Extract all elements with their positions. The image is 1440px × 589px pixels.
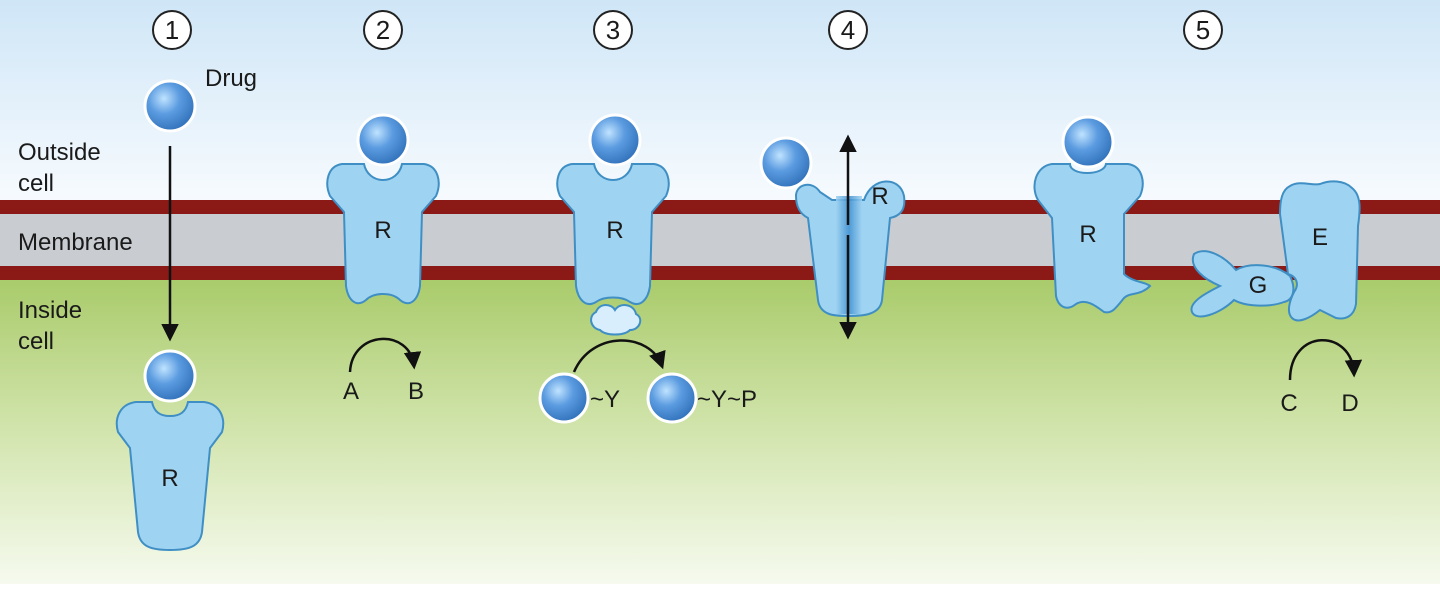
receptor-label: R <box>161 465 178 492</box>
effector-enzyme <box>1278 180 1361 322</box>
step-3-group: R ~Y ~Y~P <box>538 113 757 424</box>
product-label: ~Y~P <box>697 386 757 413</box>
svg-text:4: 4 <box>841 15 855 45</box>
phosphorylation-arrow <box>572 339 666 373</box>
substrate-label: C <box>1280 390 1297 417</box>
step-number-5: 5 <box>1183 10 1223 50</box>
step-4-group: R <box>759 134 906 340</box>
outside-cell-label-2: cell <box>18 170 54 197</box>
outside-cell-label-1: Outside <box>18 139 101 166</box>
step-5-group: R G E C D <box>1033 115 1363 417</box>
receptor-label: R <box>871 183 888 210</box>
drug-molecule <box>356 113 410 167</box>
step-number-1: 1 <box>152 10 192 50</box>
substrate-label: A <box>343 378 359 405</box>
svg-text:3: 3 <box>606 15 620 45</box>
step-2-group: R A B <box>326 113 440 405</box>
kinase-protein <box>590 304 642 336</box>
step-1-group: Drug R <box>115 65 257 552</box>
effector-label: E <box>1312 224 1328 251</box>
substrate-label: ~Y <box>590 386 620 413</box>
inside-region <box>0 278 1440 584</box>
receptor <box>556 163 670 305</box>
drug-molecule <box>1061 115 1115 169</box>
reaction-arrow <box>348 337 422 373</box>
phosphorylated-molecule <box>646 372 698 424</box>
svg-text:1: 1 <box>165 15 179 45</box>
receptor-label: R <box>1079 221 1096 248</box>
gpcr-receptor <box>1033 163 1152 314</box>
g-protein <box>1190 250 1295 318</box>
product-label: B <box>408 378 424 405</box>
step-number-4: 4 <box>828 10 868 50</box>
product-label: D <box>1341 390 1358 417</box>
drug-label: Drug <box>205 65 257 92</box>
svg-text:2: 2 <box>376 15 390 45</box>
step-number-2: 2 <box>363 10 403 50</box>
svg-text:5: 5 <box>1196 15 1210 45</box>
drug-molecule <box>143 79 197 133</box>
inside-cell-label-2: cell <box>18 328 54 355</box>
inside-cell-label-1: Inside <box>18 297 82 324</box>
bound-drug-molecule <box>143 349 197 403</box>
intracellular-receptor <box>115 401 225 552</box>
reaction-arrow <box>1288 339 1363 381</box>
membrane-label: Membrane <box>18 229 133 256</box>
receptor-label: R <box>606 217 623 244</box>
outside-region <box>0 0 1440 203</box>
membrane-top-line <box>0 200 1440 214</box>
receptor-label: R <box>374 217 391 244</box>
substrate-molecule <box>538 372 590 424</box>
drug-molecule <box>759 136 813 190</box>
step-number-3: 3 <box>593 10 633 50</box>
drug-molecule <box>588 113 642 167</box>
receptor-enzyme <box>326 163 440 305</box>
g-protein-label: G <box>1249 272 1268 299</box>
